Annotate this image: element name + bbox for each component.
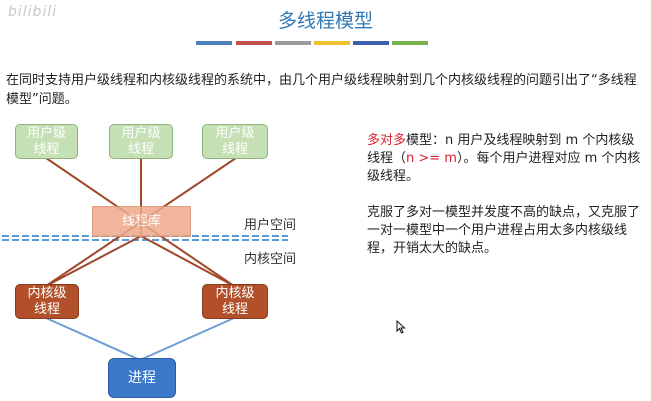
- kernel-thread-box: 内核级 线程: [202, 284, 268, 319]
- color-bar-segment: [314, 41, 350, 45]
- model-highlight: n >= m: [406, 151, 457, 166]
- process-line: [139, 317, 235, 361]
- model-name: 多对多: [367, 133, 407, 148]
- user-thread-box: 用户级 线程: [109, 124, 173, 159]
- mapping-line: [45, 235, 142, 287]
- thread-library-box: 线程库: [92, 206, 191, 237]
- watermark: bilibili: [8, 4, 58, 20]
- color-bar-segment: [275, 41, 311, 45]
- mapping-line: [140, 235, 235, 287]
- model-description: 多对多模型：n 用户及线程映射到 m 个内核级线程（n >= m）。每个用户进程…: [367, 132, 647, 186]
- color-bar-segment: [392, 41, 428, 45]
- kernel-thread-box: 内核级 线程: [15, 284, 79, 319]
- color-bar-segment: [236, 41, 272, 45]
- color-bar-segment: [353, 41, 389, 45]
- color-bar-segment: [196, 41, 232, 45]
- slide-title: 多线程模型: [277, 10, 373, 32]
- user-space-label: 用户空间: [244, 218, 297, 233]
- model-summary: 克服了多对一模型并发度不高的缺点，又克服了一对一模型中一个用户进程占用太多内核级…: [367, 205, 641, 256]
- mouse-pointer-icon: [396, 320, 406, 334]
- model-desc-a: 模型：n 用户及线程映射到 m 个内核级线程（: [367, 133, 635, 166]
- process-box: 进程: [108, 358, 176, 398]
- process-line: [45, 317, 141, 361]
- kernel-space-label: 内核空间: [244, 252, 297, 267]
- user-thread-box: 用户级 线程: [202, 124, 268, 159]
- intro-paragraph: 在同时支持用户级线程和内核级线程的系统中，由几个用户级线程映射到几个内核级线程的…: [6, 73, 637, 107]
- user-thread-box: 用户级 线程: [15, 124, 78, 159]
- model-desc-b: ）。每个用户进程对应 m 个内核级线程。: [367, 151, 641, 184]
